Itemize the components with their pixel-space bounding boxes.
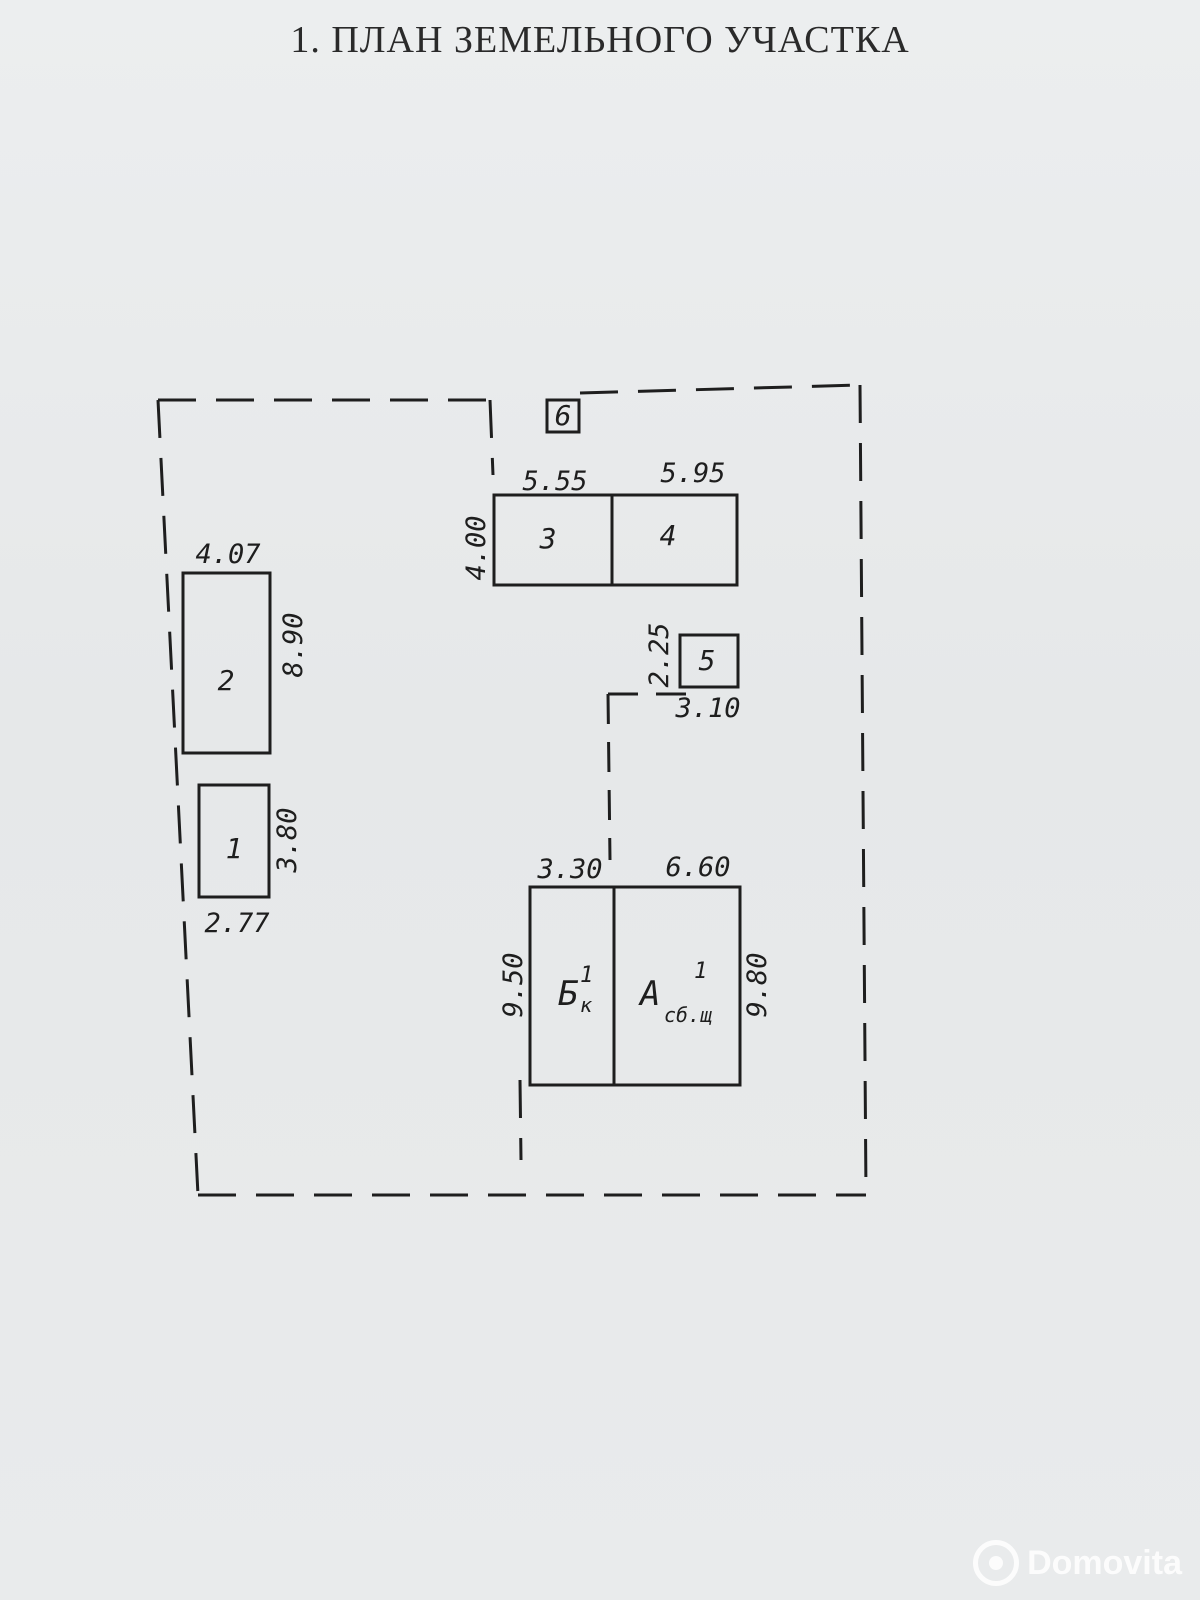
building-b-floors: 1 [580, 963, 593, 988]
building-b-width: 3.30 [536, 854, 602, 885]
building-a-height: 9.80 [742, 952, 773, 1017]
building-2-width: 4.07 [195, 539, 260, 570]
building-3-height: 4.00 [461, 515, 492, 580]
building-b-letter: Б [558, 974, 579, 1014]
building-a-b [528, 885, 742, 1087]
domovita-logo-icon [973, 1540, 1020, 1586]
building-b-height: 9.50 [498, 952, 529, 1017]
building-6 [545, 398, 581, 434]
building-2-number: 2 [218, 664, 235, 697]
building-4-number: 4 [660, 519, 677, 552]
building-6-label: 6 [555, 399, 572, 432]
building-3-number: 3 [539, 522, 557, 555]
building-2 [181, 571, 272, 755]
plot-boundary [156, 383, 868, 1197]
building-3-4 [492, 493, 739, 587]
building-a-material: сб.щ [664, 1003, 712, 1027]
building-4-width: 5.95 [660, 458, 725, 489]
inner-boundary [606, 692, 690, 861]
building-1 [197, 783, 271, 899]
watermark-text: Domovita [1027, 1543, 1182, 1582]
building-2-height: 8.90 [278, 612, 309, 677]
page-title: 1. ПЛАН ЗЕМЕЛЬНОГО УЧАСТКА [290, 19, 910, 61]
building-5-height: 2.25 [644, 622, 675, 687]
building-1-number: 1 [226, 832, 243, 865]
building-1-width: 2.77 [204, 908, 269, 939]
building-b-material: к [580, 993, 593, 1017]
watermark: Domovita [973, 1540, 1182, 1586]
building-a-letter: А [638, 974, 660, 1014]
building-a-floors: 1 [694, 959, 707, 984]
building-5 [678, 633, 740, 689]
building-a-width: 6.60 [665, 852, 730, 883]
building-5-width: 3.10 [674, 693, 740, 724]
building-1-height: 3.80 [272, 807, 303, 873]
building-3-width: 5.55 [522, 466, 587, 497]
building-5-number: 5 [699, 644, 716, 677]
